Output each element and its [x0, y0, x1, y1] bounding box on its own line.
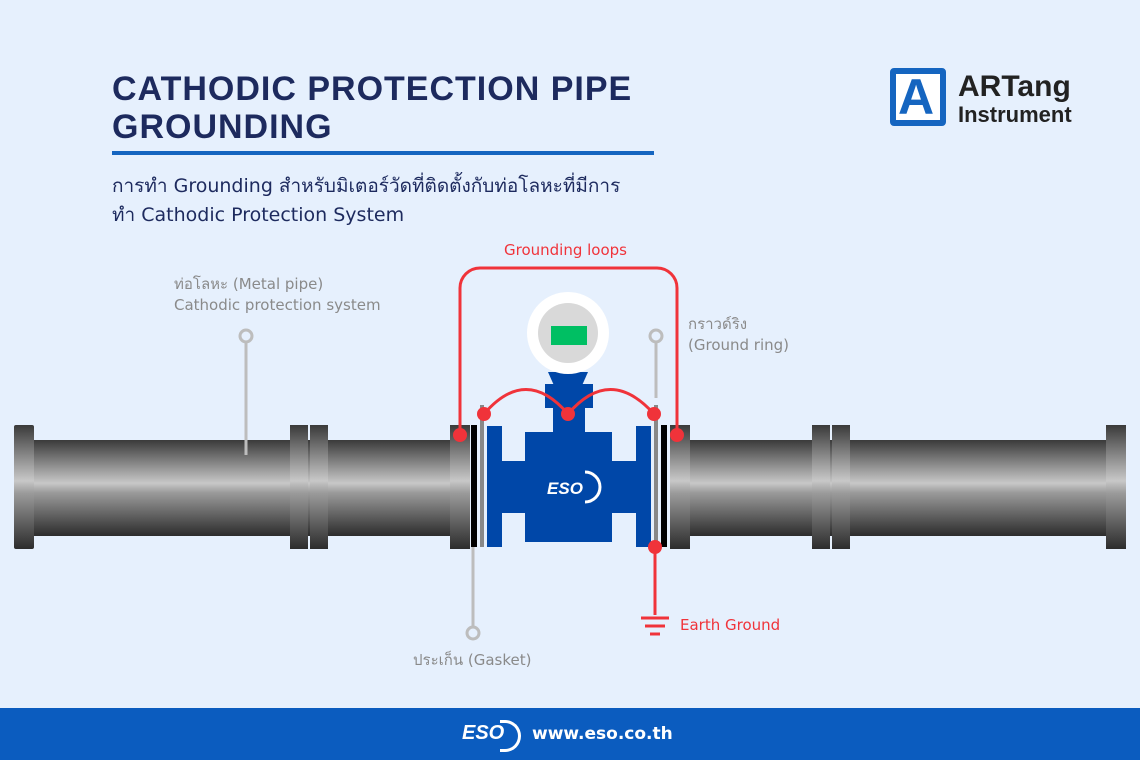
gasket-label: ประเก็น (Gasket) — [413, 651, 532, 669]
title-divider — [112, 151, 654, 155]
ground-rings — [480, 405, 658, 547]
footer: ESO www.eso.co.th — [0, 708, 1140, 760]
earth-ground-label: Earth Ground — [680, 616, 781, 634]
svg-text:ESO: ESO — [547, 479, 583, 498]
pointers — [238, 328, 664, 641]
website-link[interactable]: www.eso.co.th — [532, 724, 673, 744]
flow-meter: ESO — [487, 292, 651, 547]
grounding-loops-label: Grounding loops — [504, 241, 627, 259]
eso-logo-mark — [500, 720, 521, 752]
eso-logo: ESO — [462, 722, 505, 744]
subtitle-line-2: ทำ Cathodic Protection System — [112, 204, 405, 226]
page-title: CATHODIC PROTECTION PIPE GROUNDING — [112, 70, 633, 146]
earth-ground-icon — [641, 616, 669, 636]
ground-ring-label: กราวด์ริง(Ground ring) — [688, 315, 790, 354]
metal-pipe — [14, 425, 1126, 549]
subtitle: การทำ Grounding สำหรับมิเตอร์วัดที่ติดตั… — [112, 172, 620, 230]
artang-logo: A ARTang Instrument — [890, 68, 1090, 134]
connection-points — [453, 407, 684, 554]
subtitle-line-1: การทำ Grounding สำหรับมิเตอร์วัดที่ติดตั… — [112, 175, 621, 197]
gaskets — [471, 425, 667, 547]
metal-pipe-label: ท่อโลหะ (Metal pipe)Cathodic protection … — [174, 275, 381, 314]
